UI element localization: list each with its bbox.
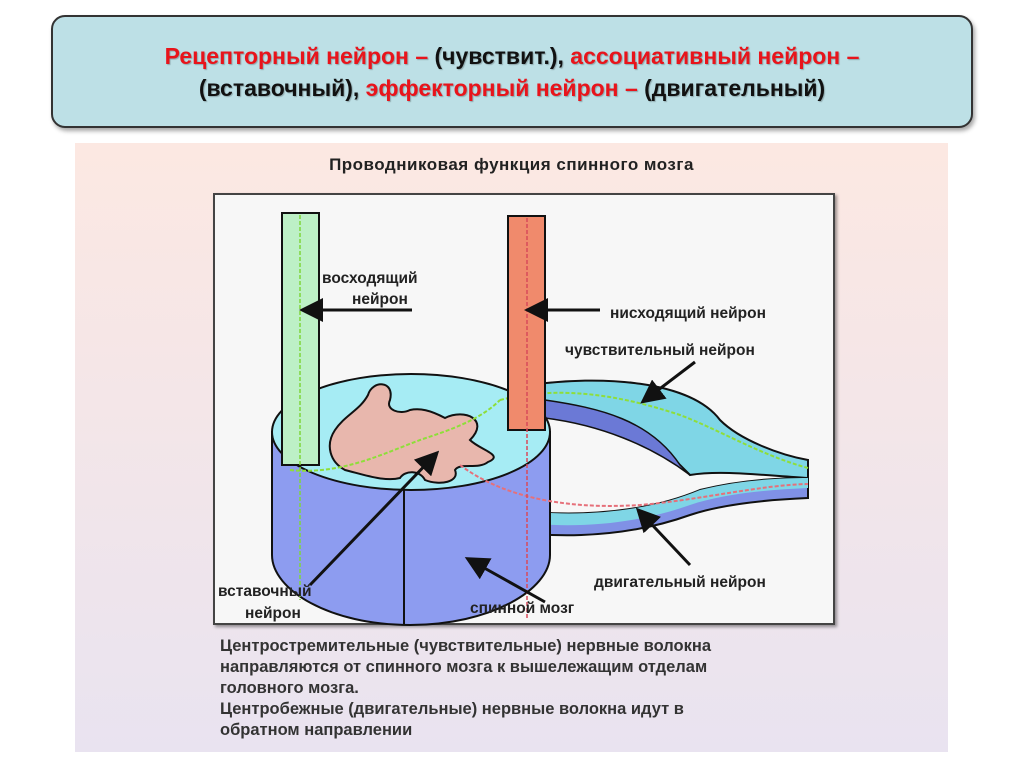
header-text: эффекторный нейрон – [365, 74, 645, 101]
label-interneuron: нейрон [245, 605, 301, 622]
header-line-2: (вставочный), эффекторный нейрон – (двиг… [199, 72, 825, 104]
description-line: Центробежные (двигательные) нервные воло… [220, 700, 684, 718]
header-text: (вставочный), [198, 74, 366, 101]
header-box: Рецепторный нейрон – (чувствит.), ассоци… [51, 15, 973, 128]
description-line: обратном направлении [220, 721, 413, 739]
header-text: Рецепторный нейрон – [164, 42, 435, 69]
grey-matter [328, 383, 495, 484]
pointer-arrows [299, 298, 696, 604]
label-descending: нисходящий нейрон [610, 305, 766, 322]
description: Центростремительные (чувствительные) нер… [220, 636, 711, 741]
description-line: Центростремительные (чувствительные) нер… [220, 637, 712, 655]
label-ascending: нейрон [352, 291, 408, 308]
panel-title: Проводниковая функция спинного мозга [329, 155, 694, 174]
description-line: направляются от спинного мозга к вышележ… [220, 658, 708, 676]
label-sensory: чувствительный нейрон [565, 342, 755, 359]
header-text: (двигательный) [644, 74, 826, 101]
nerve-root-dorsal [528, 379, 809, 480]
description-line: головного мозга. [220, 679, 359, 697]
header-line-1: Рецепторный нейрон – (чувствит.), ассоци… [165, 40, 860, 72]
label-interneuron: вставочный [218, 583, 312, 600]
label-motor: двигательный нейрон [594, 574, 766, 591]
header-text: ассоциативный нейрон – [570, 42, 860, 69]
header-text: (чувствит.), [434, 42, 571, 69]
label-spinal-cord: спинной мозг [470, 600, 575, 617]
nerve-root-dorsal-underside [544, 399, 691, 476]
label-ascending: восходящий [322, 270, 418, 287]
